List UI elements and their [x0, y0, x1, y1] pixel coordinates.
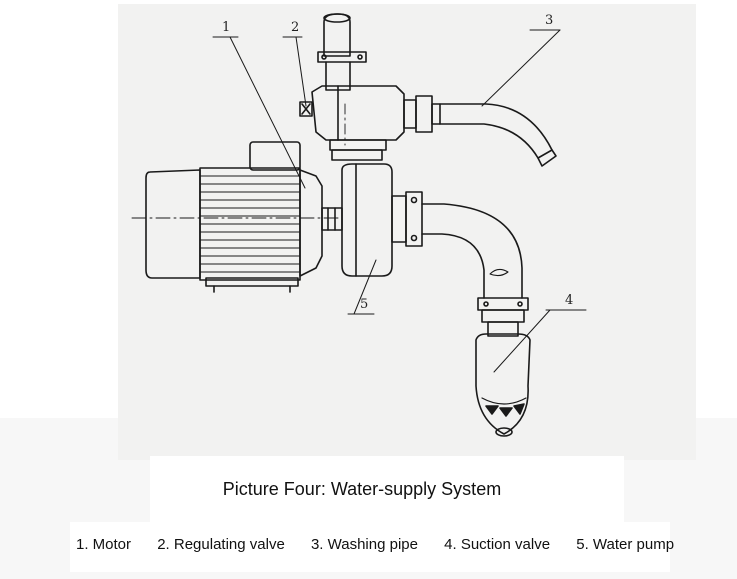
- motor-cooling-fins: [199, 175, 301, 273]
- callout-1: 1: [222, 20, 230, 35]
- diagram-title: Picture Four: Water-supply System: [222, 479, 502, 499]
- callout-3: 3: [545, 13, 553, 28]
- leader-lines: [212, 29, 587, 373]
- legend-item-motor: 1. Motor: [76, 536, 132, 553]
- suction-line: [421, 203, 529, 337]
- callout-2: 2: [291, 20, 299, 35]
- legend-item-washing-pipe: 3. Washing pipe: [310, 536, 418, 553]
- suction-valve: [475, 333, 531, 437]
- legend-band: [70, 522, 670, 572]
- washing-pipe: [439, 103, 557, 167]
- caption-band: [150, 456, 624, 522]
- motor: [145, 141, 343, 293]
- legend-item-suction-valve: 4. Suction valve: [444, 536, 551, 553]
- legend-item-regulating-valve: 2. Regulating valve: [157, 536, 285, 553]
- center-line: [131, 103, 346, 219]
- legend-item-water-pump: 5. Water pump: [576, 536, 675, 553]
- regulating-valve: [299, 13, 441, 151]
- callout-4: 4: [565, 293, 573, 308]
- legend: 1. Motor 2. Regulating valve 3. Washing …: [76, 536, 716, 553]
- water-pump: [331, 149, 423, 277]
- callout-5: 5: [360, 297, 368, 312]
